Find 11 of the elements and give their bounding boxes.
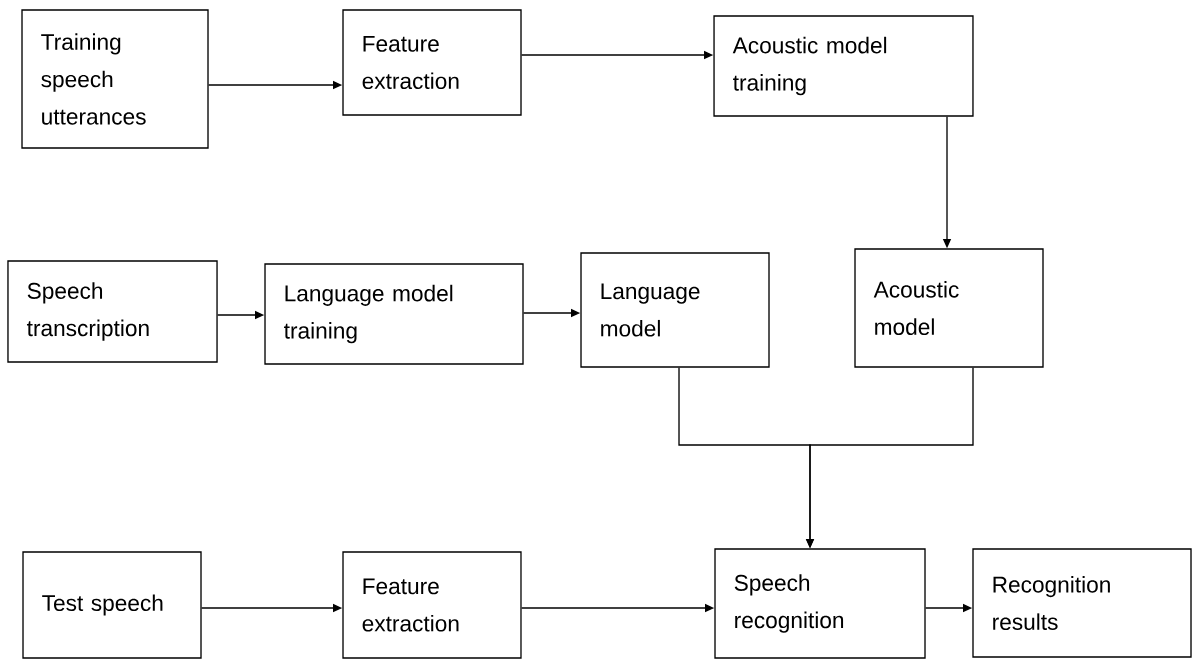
process-box: Language model training (264, 263, 524, 365)
process-box: Language model (580, 252, 770, 368)
process-box: Speech recognition (714, 548, 926, 659)
process-box: Acoustic model (854, 248, 1044, 368)
process-box: Speech transcription (7, 260, 218, 363)
process-box: Training speech utterances (21, 9, 209, 149)
process-box: Feature extraction (342, 551, 522, 659)
process-box: Feature extraction (342, 9, 522, 116)
process-box: Acoustic model training (713, 15, 974, 117)
process-box: Recognition results (972, 548, 1192, 658)
process-box: Test speech (22, 551, 202, 659)
